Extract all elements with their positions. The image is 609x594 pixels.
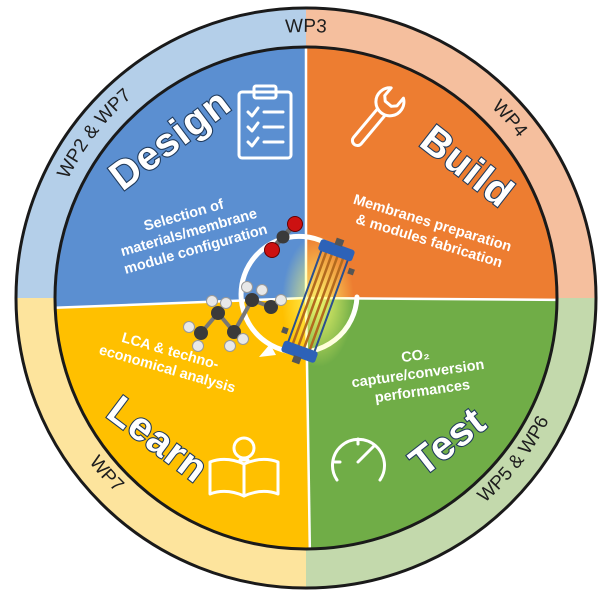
hydrocarbon-molecule-icon [183, 281, 287, 352]
inner-circle-border [53, 45, 559, 551]
lightbulb-book-icon [208, 436, 280, 498]
design-clipboard-icon [237, 84, 293, 160]
wp-label-top: WP3 [285, 16, 328, 38]
outer-ring-border [14, 6, 598, 590]
membrane-module-icon [281, 235, 355, 367]
speedometer-icon [331, 437, 386, 482]
co2-molecule-icon [264, 216, 303, 258]
wrench-icon [350, 86, 406, 147]
